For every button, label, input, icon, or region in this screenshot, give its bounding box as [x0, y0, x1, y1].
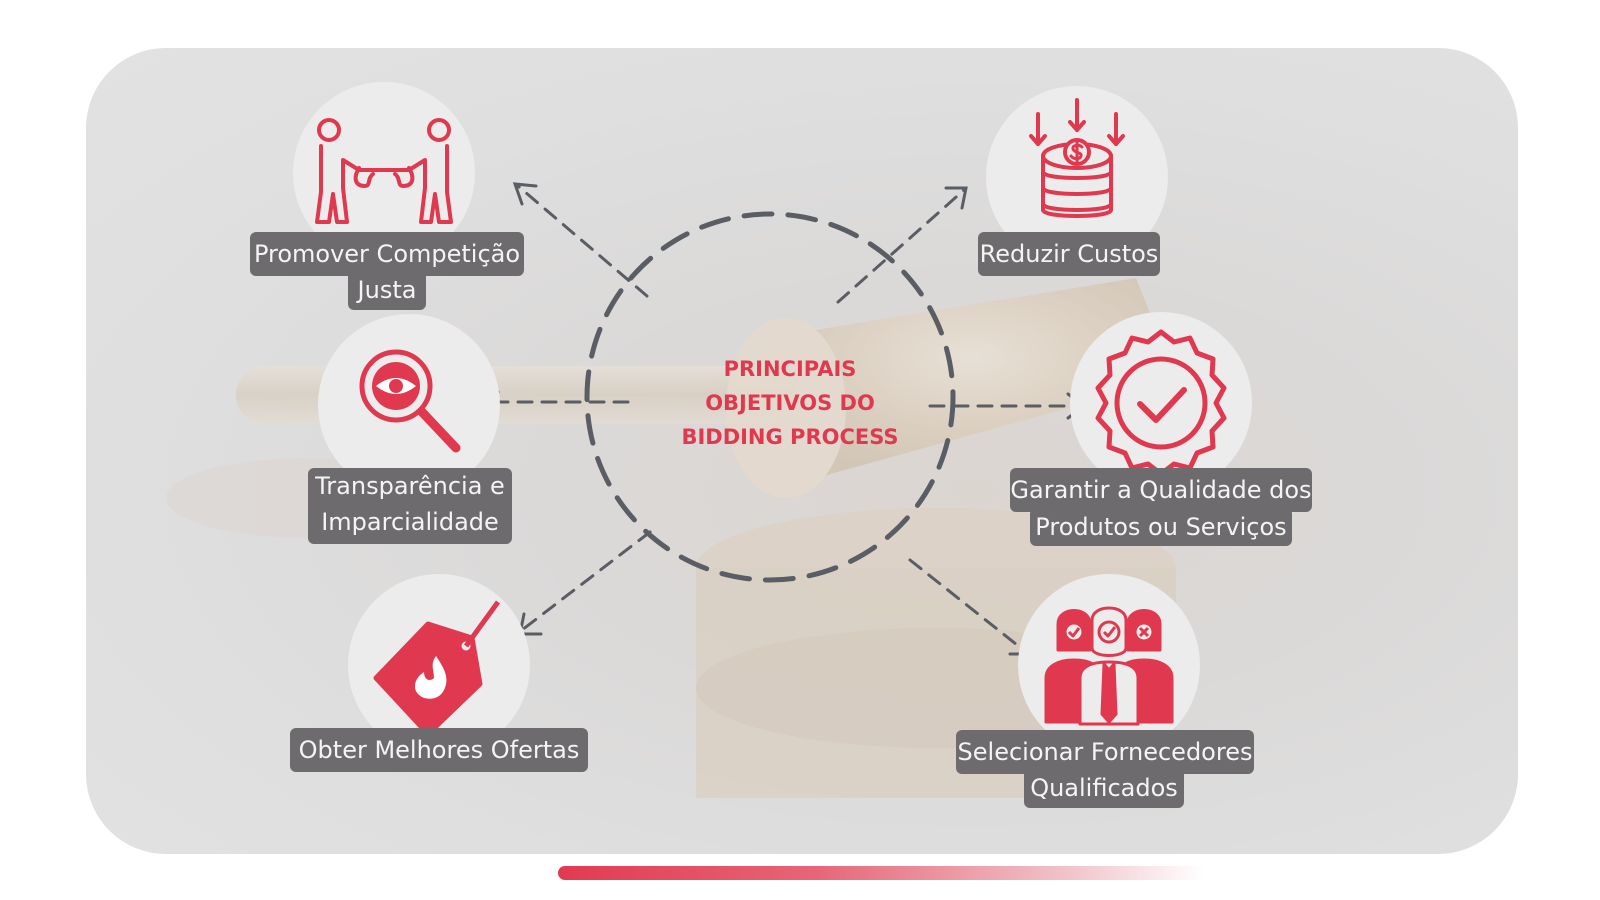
magnifier-eye-icon: [359, 349, 461, 453]
label-competicao: Promover Competição: [250, 232, 524, 276]
arrow-to-custos: [836, 188, 966, 304]
label-fornecedores-cont: Qualificados: [1024, 768, 1184, 808]
label-line: Transparência e: [315, 472, 505, 500]
quality-badge-check-icon: [1095, 329, 1227, 477]
arrow-to-fornecedores: [908, 558, 1028, 654]
tug-of-war-icon: [315, 118, 453, 224]
label-line: Produtos ou Serviços: [1035, 513, 1287, 541]
label-line: Qualificados: [1030, 774, 1178, 802]
decorative-gradient-bar: [558, 866, 1204, 880]
arrow-to-competicao: [516, 184, 649, 298]
arrowhead-custos: [944, 186, 968, 210]
price-tag-fire-icon: [373, 600, 501, 737]
label-transparencia: Transparência e Imparcialidade: [308, 468, 512, 544]
title-line: OBJETIVOS DO: [705, 391, 875, 415]
center-dashed-circle: [584, 211, 956, 583]
coins-reduce-icon: [1029, 98, 1125, 218]
label-qualidade: Garantir a Qualidade dos: [1010, 468, 1312, 512]
label-line: Selecionar Fornecedores: [957, 738, 1253, 766]
icon-circle-ofertas: [348, 574, 530, 756]
diagram-title: PRINCIPAIS OBJETIVOS DO BIDDING PROCESS: [660, 352, 920, 454]
title-line: BIDDING PROCESS: [681, 425, 899, 449]
label-line: Promover Competição: [253, 240, 521, 268]
label-custos: Reduzir Custos: [978, 232, 1160, 276]
label-line: Imparcialidade: [321, 508, 499, 536]
arrowhead-competicao: [512, 182, 538, 206]
label-fornecedores: Selecionar Fornecedores: [956, 730, 1254, 774]
arrow-to-ofertas: [520, 530, 652, 632]
icon-circle-fornecedores: [1018, 574, 1200, 756]
label-line: Reduzir Custos: [979, 240, 1159, 268]
label-line: Justa: [357, 276, 417, 304]
label-competicao-cont: Justa: [348, 270, 426, 310]
title-line: PRINCIPAIS: [723, 357, 857, 381]
candidates-select-icon: [1044, 606, 1174, 726]
icon-circle-qualidade: [1070, 312, 1252, 494]
label-ofertas: Obter Melhores Ofertas: [290, 728, 588, 772]
label-line: Garantir a Qualidade dos: [1010, 476, 1312, 504]
label-line: Obter Melhores Ofertas: [298, 736, 580, 764]
icon-circle-transparencia: [318, 314, 500, 496]
label-qualidade-cont: Produtos ou Serviços: [1030, 508, 1292, 546]
